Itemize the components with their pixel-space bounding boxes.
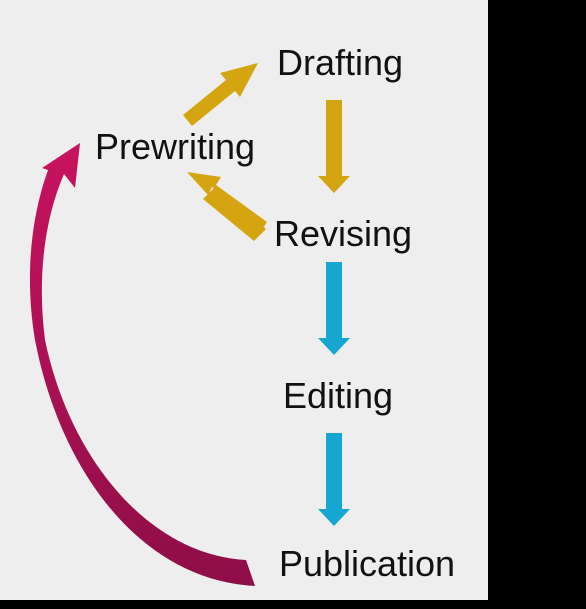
diagram-panel (0, 0, 488, 600)
arrow-publication-to-prewriting (29, 143, 255, 586)
stage-publication: Publication (279, 543, 455, 584)
stage-prewriting: Prewriting (95, 126, 255, 167)
arrow-editing-to-publication (318, 433, 350, 526)
arrow-prewriting-to-drafting (183, 63, 258, 126)
arrow-drafting-to-revising (318, 100, 350, 193)
stage-revising: Revising (274, 213, 412, 254)
stage-drafting: Drafting (277, 42, 403, 83)
stage-editing: Editing (283, 375, 393, 416)
arrow-revising-to-editing (318, 262, 350, 355)
arrow-revising-to-prewriting-body (203, 187, 266, 241)
